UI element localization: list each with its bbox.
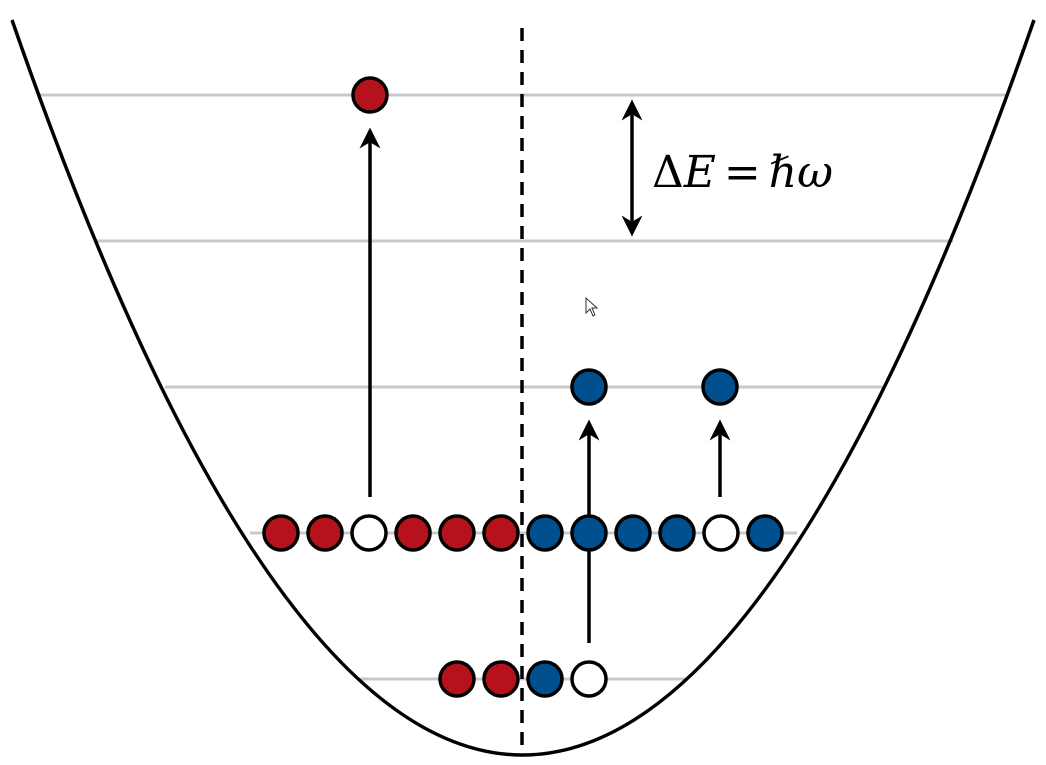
excitation-arrows	[359, 127, 731, 643]
red-particle	[438, 514, 476, 552]
red-particle	[262, 514, 300, 552]
red-particle	[482, 660, 520, 698]
orbitals	[262, 76, 784, 698]
blue-particle	[570, 514, 608, 552]
eq-hbar: ℏ	[769, 147, 797, 198]
blue-particle	[570, 368, 608, 406]
blue-particle	[614, 514, 652, 552]
mouse-cursor-icon	[585, 296, 599, 317]
eq-omega: ω	[797, 147, 833, 198]
eq-energy: E	[683, 147, 716, 198]
potential-well-curve	[10, 19, 1036, 757]
empty-orbital	[350, 514, 388, 552]
empty-orbital	[702, 514, 740, 552]
blue-particle	[526, 514, 564, 552]
blue-particle	[746, 514, 784, 552]
empty-orbital	[570, 660, 608, 698]
blue-particle	[658, 514, 696, 552]
red-particle	[394, 514, 432, 552]
red-particle	[306, 514, 344, 552]
red-particle	[351, 76, 389, 114]
eq-equals: =	[724, 147, 761, 198]
blue-particle	[526, 660, 564, 698]
red-particle	[482, 514, 520, 552]
energy-spacing-equation: ΔE=ℏω	[652, 147, 833, 198]
red-particle	[438, 660, 476, 698]
eq-delta: Δ	[652, 147, 684, 198]
blue-particle	[701, 368, 739, 406]
